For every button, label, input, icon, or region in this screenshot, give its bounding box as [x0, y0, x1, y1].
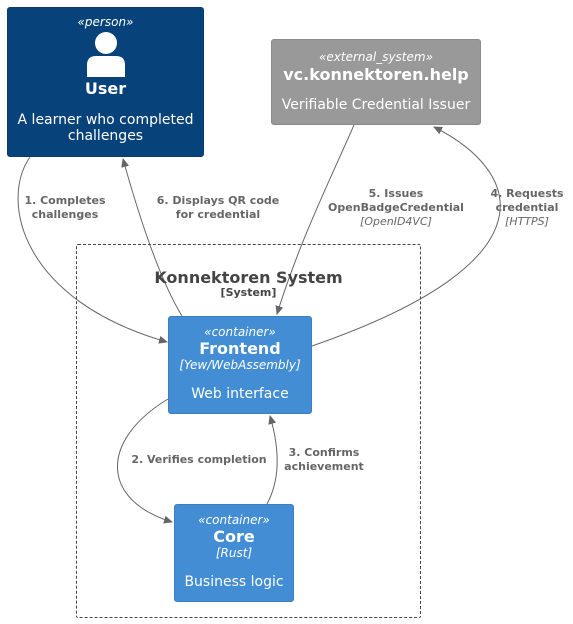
- boundary-title: Konnektoren System: [154, 268, 343, 287]
- system-boundary: [76, 244, 421, 618]
- core-stereotype: «container»: [198, 513, 270, 527]
- edge-frontend-to-core: [117, 398, 173, 524]
- issuer-stereotype: «external_system»: [319, 50, 433, 64]
- user-description-line2: challenges: [67, 128, 144, 144]
- user-person-node[interactable]: «person» User A learner who completed ch…: [7, 7, 204, 157]
- edge-frontend-to-user: [121, 158, 183, 317]
- edge-label-6: 6. Displays QR code for credential: [140, 194, 296, 222]
- edge-label-3-line2: achievement: [284, 460, 364, 473]
- edge-label-5-line1: 5. Issues: [368, 187, 424, 200]
- core-container-node[interactable]: «container» Core [Rust] Business logic: [174, 504, 294, 602]
- core-name: Core: [213, 527, 255, 546]
- user-description-line1: A learner who completed: [17, 112, 194, 128]
- edge-user-to-frontend: [17, 156, 168, 344]
- issuer-description: Verifiable Credential Issuer: [281, 97, 471, 113]
- frontend-stereotype: «container»: [204, 325, 276, 339]
- frontend-description: Web interface: [191, 386, 289, 402]
- edge-label-1: 1. Completes challenges: [12, 194, 118, 222]
- edge-issuer-to-frontend: [275, 124, 355, 315]
- issuer-name: vc.konnektoren.help: [283, 65, 469, 84]
- edge-label-4-tech: [HTTPS]: [505, 215, 549, 228]
- edge-label-3: 3. Confirms achievement: [276, 446, 372, 474]
- frontend-name: Frontend: [199, 339, 281, 358]
- edge-core-to-frontend: [266, 415, 278, 505]
- edge-label-1-line2: challenges: [31, 208, 99, 221]
- edge-label-4-line2: credential: [495, 201, 559, 214]
- core-description: Business logic: [184, 574, 284, 590]
- issuer-external-system-node[interactable]: «external_system» vc.konnektoren.help Ve…: [271, 39, 481, 125]
- boundary-type: [System]: [220, 286, 277, 299]
- edge-label-6-line1: 6. Displays QR code: [156, 194, 280, 207]
- core-technology: [Rust]: [215, 546, 253, 560]
- edge-label-2: 2. Verifies completion: [116, 453, 282, 467]
- edge-label-2-line1: 2. Verifies completion: [131, 453, 267, 466]
- edge-label-5-tech: [OpenID4VC]: [360, 215, 432, 228]
- frontend-container-node[interactable]: «container» Frontend [Yew/WebAssembly] W…: [168, 316, 312, 414]
- user-name: User: [84, 79, 127, 98]
- edge-label-4: 4. Requests credential [HTTPS]: [482, 187, 572, 229]
- edge-frontend-to-issuer: [311, 126, 501, 347]
- edge-label-6-line2: for credential: [175, 208, 261, 221]
- user-stereotype: «person»: [77, 15, 134, 29]
- edge-label-5: 5. Issues OpenBadgeCredential [OpenID4VC…: [312, 187, 480, 229]
- edge-label-3-line1: 3. Confirms: [288, 446, 360, 459]
- edge-label-4-line1: 4. Requests: [490, 187, 564, 200]
- frontend-technology: [Yew/WebAssembly]: [179, 358, 301, 372]
- edge-label-5-line2: OpenBadgeCredential: [328, 201, 464, 214]
- edge-label-1-line1: 1. Completes: [24, 194, 106, 207]
- person-icon: [86, 32, 125, 77]
